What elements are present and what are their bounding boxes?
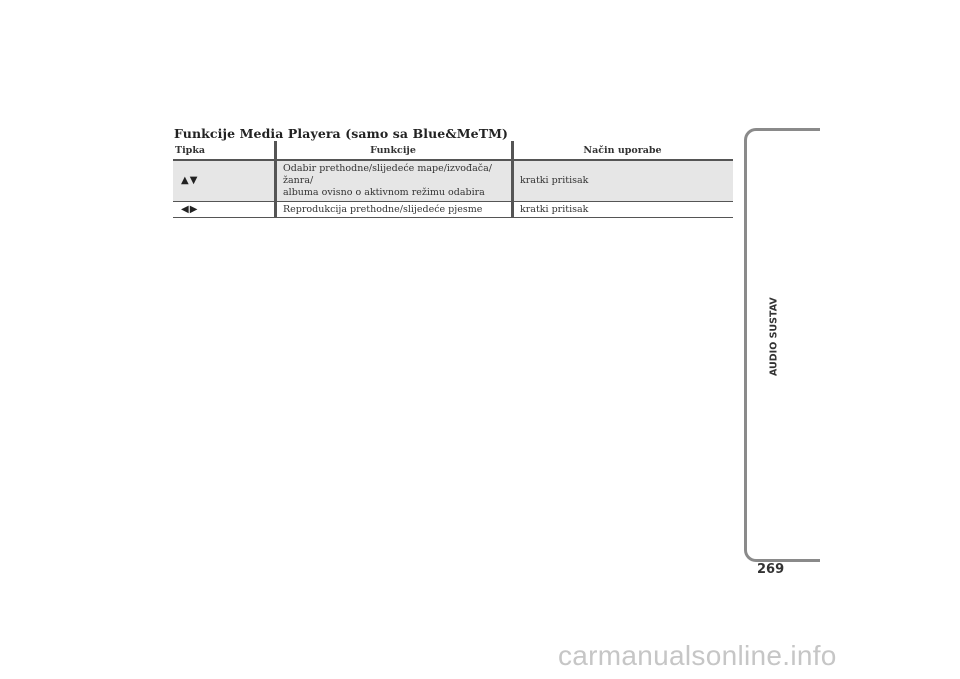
header-function: Funkcije	[275, 141, 514, 161]
watermark: carmanualsonline.info	[558, 640, 837, 671]
table-header-row: Tipka Funkcije Način uporabe	[173, 141, 733, 161]
table-row: ◀▶ Reprodukcija prethodne/slijedeće pjes…	[173, 201, 733, 218]
left-right-arrows-icon: ◀▶	[181, 203, 199, 215]
up-down-arrows-icon: ▲▼	[181, 175, 199, 186]
chapter-tab	[744, 128, 820, 562]
usage-cell: kratki pritisak	[512, 160, 733, 202]
key-cell: ◀▶	[173, 201, 277, 218]
key-cell: ▲▼	[173, 160, 277, 202]
page-number: 269	[757, 562, 785, 577]
header-usage: Način uporabe	[512, 141, 733, 161]
chapter-tab-label: AUDIO SUSTAV	[768, 297, 780, 377]
function-text-line: albuma ovisno o aktivnom režimu odabira	[283, 187, 485, 198]
table-row: ▲▼ Odabir prethodne/slijedeće mape/izvođ…	[173, 160, 733, 202]
function-text-line: Odabir prethodne/slijedeće mape/izvođača…	[283, 163, 492, 186]
function-cell: Reprodukcija prethodne/slijedeće pjesme	[275, 201, 514, 218]
section-title: Funkcije Media Playera (samo sa Blue&MeT…	[174, 126, 509, 141]
function-cell: Odabir prethodne/slijedeće mape/izvođača…	[275, 160, 514, 202]
functions-table: Tipka Funkcije Način uporabe ▲▼ Odabir p…	[173, 141, 733, 218]
header-key: Tipka	[173, 141, 277, 161]
usage-cell: kratki pritisak	[512, 201, 733, 218]
